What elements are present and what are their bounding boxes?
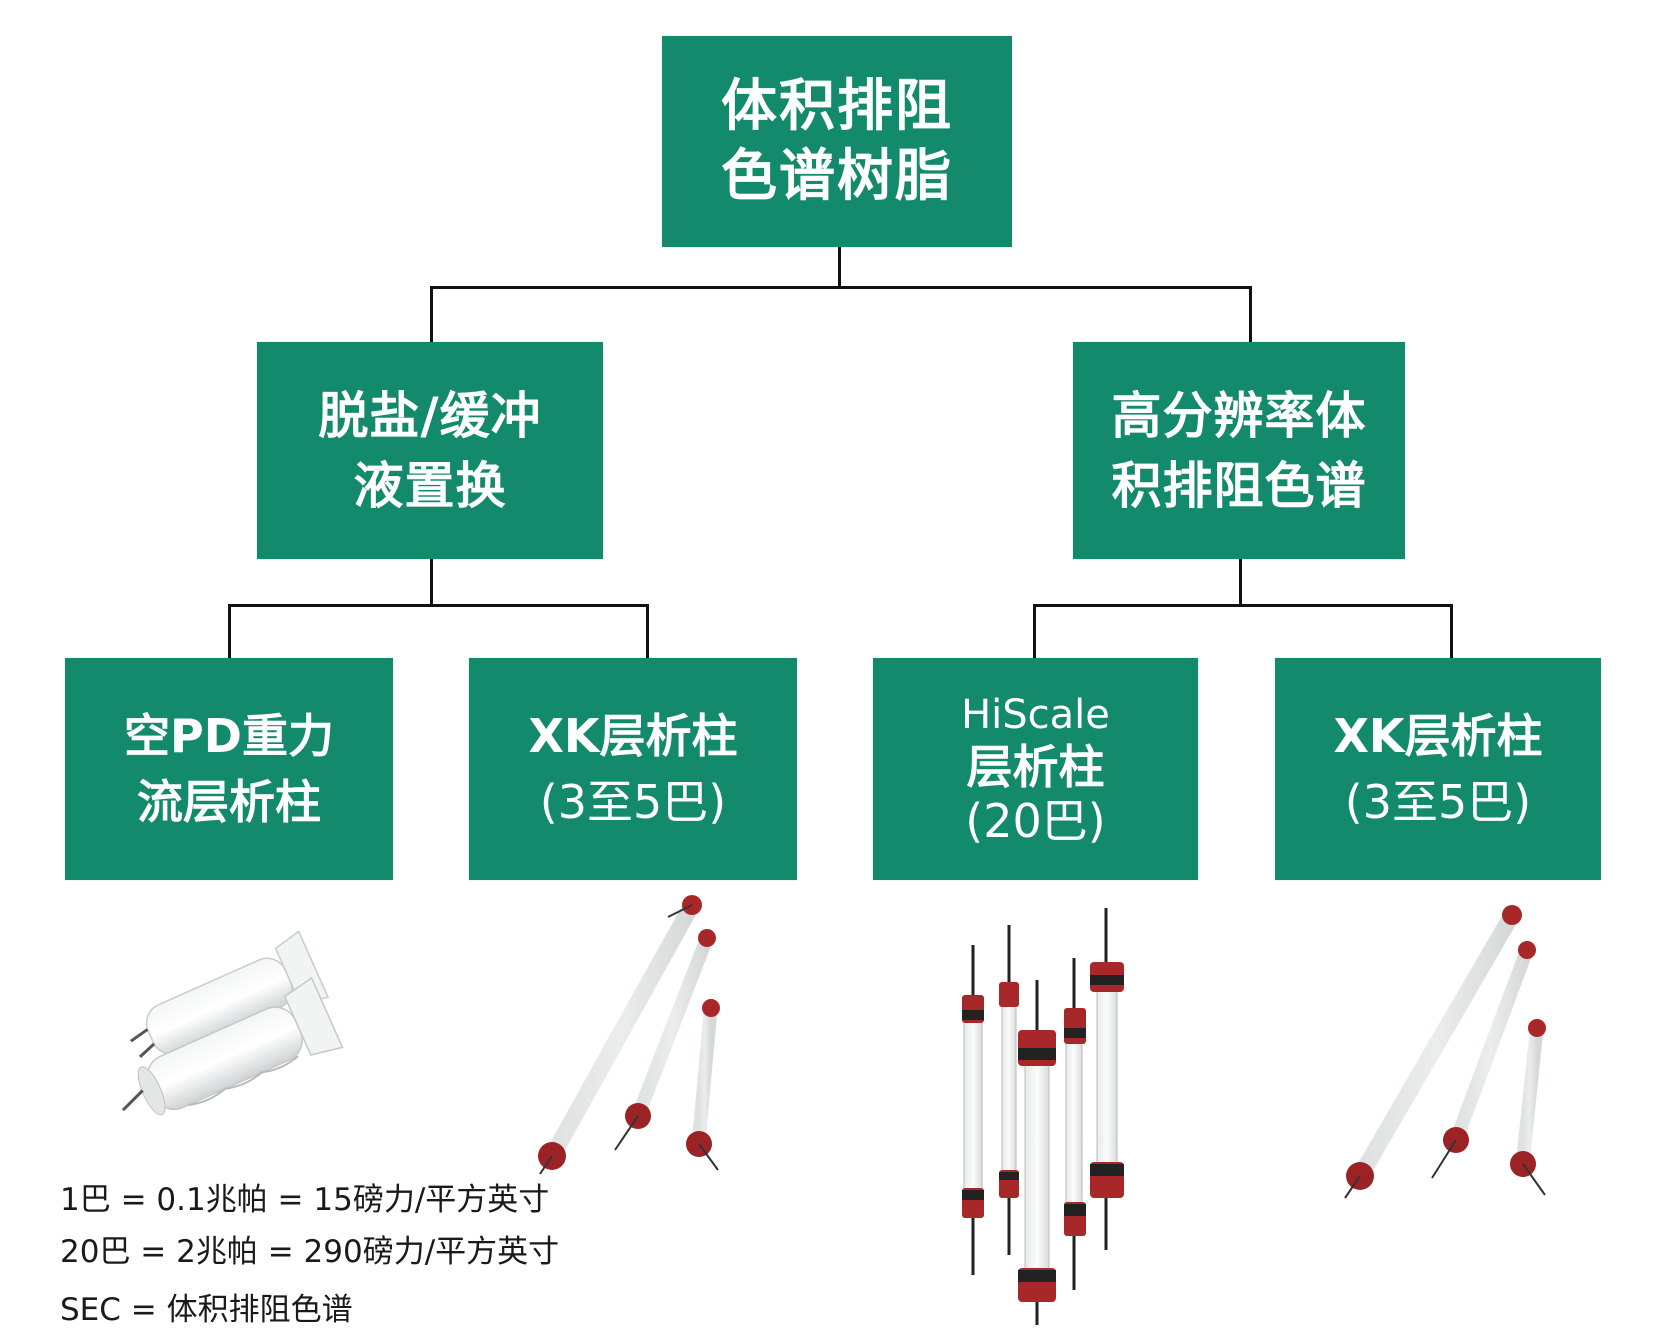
- note-sec-abbreviation: SEC = 体积排阻色谱: [60, 1292, 353, 1328]
- connector-to-pd-column: [228, 604, 231, 658]
- connector-root-horizontal: [430, 286, 1252, 289]
- connector-high-res-horizontal: [1033, 604, 1453, 607]
- connector-to-xk-column-left: [646, 604, 649, 658]
- desalting-label-line-1: 脱盐/缓冲: [318, 386, 542, 445]
- hiscale-columns-icon: [962, 908, 1124, 1325]
- high-res-label-line-2: 积排阻色谱: [1111, 456, 1367, 515]
- connector-desalting-down: [430, 559, 433, 606]
- hiscale-label-line-3: (20巴): [965, 794, 1106, 848]
- node-empty-pd-gravity-column: 空PD重力 流层析柱: [65, 658, 393, 880]
- desalting-label-line-2: 液置换: [353, 456, 507, 515]
- root-label-line-2: 色谱树脂: [721, 143, 953, 209]
- root-label-line-1: 体积排阻: [721, 73, 953, 139]
- unit-notes: 1巴 = 0.1兆帕 = 15磅力/平方英寸 20巴 = 2兆帕 = 290磅力…: [60, 1178, 559, 1340]
- note-bar-conversion: 1巴 = 0.1兆帕 = 15磅力/平方英寸: [60, 1182, 550, 1218]
- connector-to-xk-column-right: [1450, 604, 1453, 658]
- xk-columns-icon: [1344, 905, 1546, 1199]
- xk-left-label-line-2: (3至5巴): [539, 775, 727, 829]
- xk-right-label-line-1: XK层析柱: [1333, 709, 1543, 763]
- pd10-column-pair-icon: [121, 930, 344, 1116]
- connector-to-hiscale-column: [1033, 604, 1036, 658]
- node-desalting-buffer-exchange: 脱盐/缓冲 液置换: [257, 342, 603, 559]
- connector-high-res-down: [1239, 559, 1242, 606]
- node-xk-column-left: XK层析柱 (3至5巴): [469, 658, 797, 880]
- node-xk-column-right: XK层析柱 (3至5巴): [1275, 658, 1601, 880]
- connector-to-desalting: [430, 286, 433, 342]
- connector-to-high-res: [1249, 286, 1252, 342]
- pd-label-line-2: 流层析柱: [137, 775, 321, 829]
- connector-desalting-horizontal: [228, 604, 649, 607]
- hiscale-label-line-2: 层析柱: [966, 740, 1105, 794]
- xk-left-label-line-1: XK层析柱: [528, 709, 738, 763]
- high-res-label-line-1: 高分辨率体: [1111, 386, 1367, 445]
- root-node-sec-resin: 体积排阻 色谱树脂: [662, 36, 1012, 247]
- connector-root-down: [838, 247, 841, 288]
- hiscale-label-line-1: HiScale: [961, 692, 1110, 738]
- pd-label-line-1: 空PD重力: [124, 709, 334, 763]
- xk-right-label-line-2: (3至5巴): [1344, 775, 1532, 829]
- node-high-resolution-sec: 高分辨率体 积排阻色谱: [1073, 342, 1405, 559]
- node-hiscale-column: HiScale 层析柱 (20巴): [873, 658, 1198, 880]
- xk-columns-icon: [538, 895, 720, 1175]
- note-20bar-conversion: 20巴 = 2兆帕 = 290磅力/平方英寸: [60, 1234, 560, 1270]
